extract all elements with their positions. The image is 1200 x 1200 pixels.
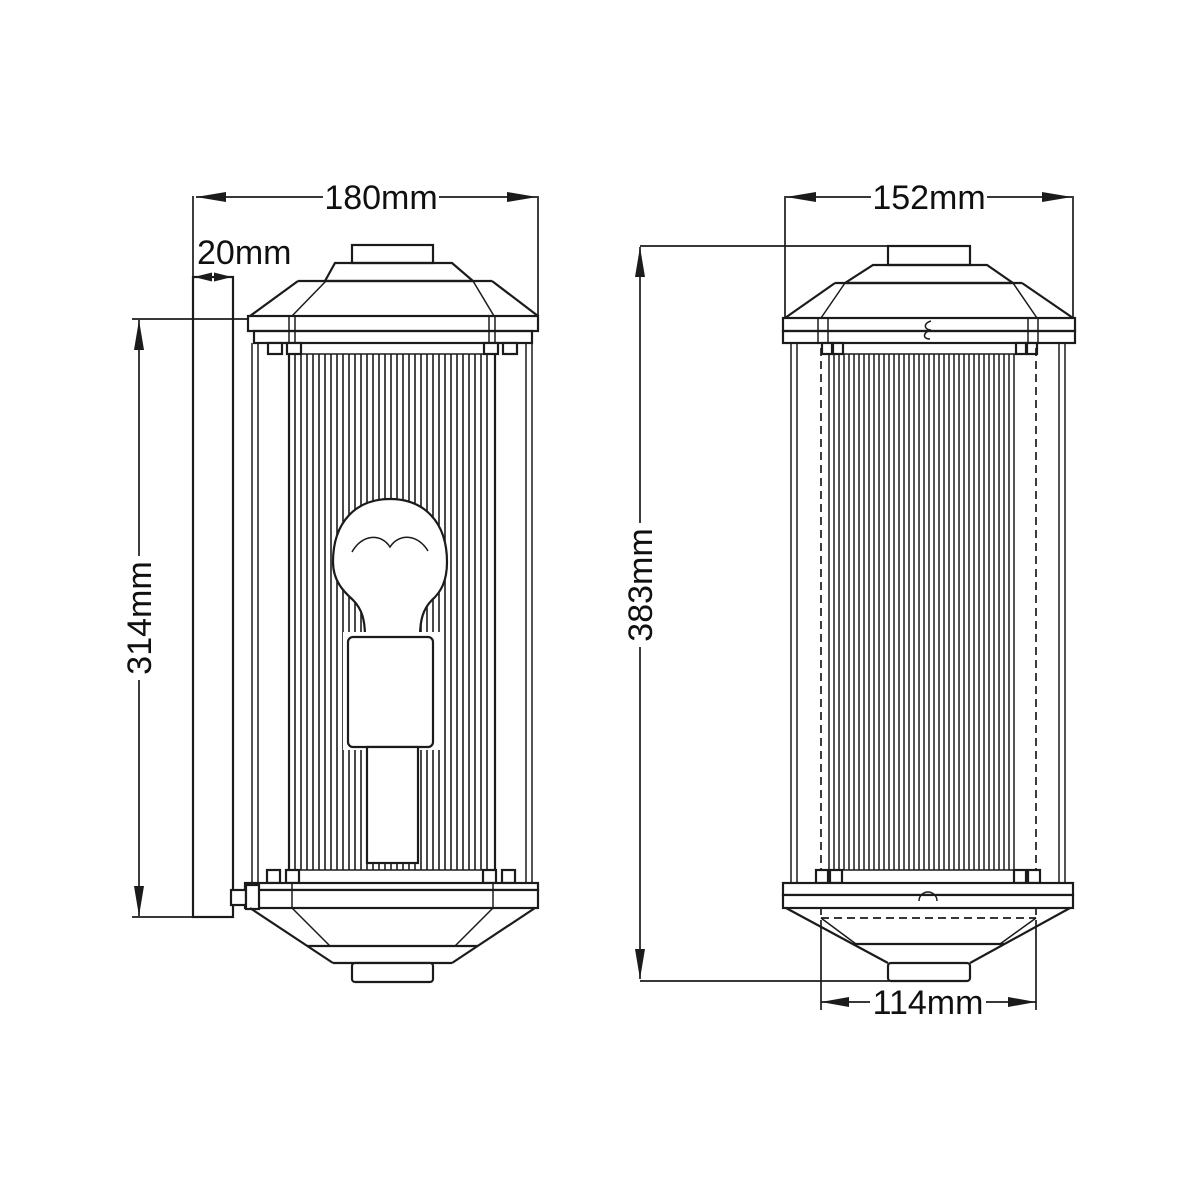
- base-seam: [820, 917, 857, 945]
- cage-ribs-side: [790, 343, 1066, 918]
- dimension-label: 20mm: [197, 234, 291, 272]
- cage-foot: [1025, 341, 1039, 356]
- arrowhead-icon: [214, 272, 232, 282]
- cage-foot: [481, 868, 498, 885]
- roof-tier: [841, 263, 1017, 285]
- cage-foot: [1014, 341, 1028, 356]
- base-cone-side: [785, 907, 1071, 983]
- cage-foot: [1026, 868, 1042, 885]
- dimension-backplate-height: 314mm: [121, 318, 249, 918]
- finial-cap: [886, 244, 972, 267]
- cage-foot: [828, 868, 844, 885]
- cage-foot: [284, 868, 301, 885]
- dimension-front-width: 180mm: [192, 179, 539, 317]
- bulb-socket: [346, 635, 435, 749]
- roof-tier: [323, 261, 476, 283]
- cage-foot: [831, 341, 845, 356]
- bottom-collar-side: [781, 868, 1075, 910]
- break-squiggle: [923, 320, 932, 340]
- arrowhead-icon: [1042, 192, 1072, 202]
- base-cap: [350, 961, 435, 984]
- base-seam: [999, 917, 1037, 945]
- bottom-collar-front: [229, 868, 540, 911]
- arrowhead-icon: [786, 192, 816, 202]
- arrowhead-icon: [134, 886, 144, 916]
- arrowhead-icon: [507, 192, 537, 202]
- lantern-roof-front: [249, 243, 539, 317]
- top-collar-side: [781, 316, 1077, 356]
- wall-plate: [191, 275, 235, 919]
- arrowhead-icon: [821, 997, 849, 1007]
- light-bulb: [331, 497, 449, 639]
- dimension-label: 114mm: [873, 984, 984, 1022]
- cage-foot: [1012, 868, 1028, 885]
- cage-foot: [482, 341, 500, 356]
- dimension-base-width: 114mm: [820, 920, 1037, 1022]
- dimension-backplate-depth: 20mm: [193, 234, 291, 282]
- roof-seam: [472, 280, 495, 317]
- finial-cap: [350, 243, 435, 265]
- thumbscrew-knob: [244, 883, 261, 911]
- screw-detail: [918, 891, 938, 902]
- cage-foot: [501, 341, 519, 356]
- bulb-filament: [351, 536, 429, 553]
- cage-foot: [265, 868, 282, 885]
- base-seam: [454, 907, 494, 947]
- dimension-side-width: 152mm: [784, 179, 1074, 318]
- top-collar-front: [246, 314, 540, 356]
- roof-seam: [1012, 282, 1038, 319]
- base-seam: [291, 907, 331, 947]
- bulb-assembly: [331, 497, 449, 865]
- arrowhead-icon: [635, 949, 645, 979]
- roof-seam: [820, 282, 846, 319]
- arrowhead-icon: [635, 247, 645, 277]
- dimension-label: 180mm: [324, 179, 437, 217]
- socket-stem: [365, 745, 420, 865]
- thumbscrew-knob: [229, 888, 248, 907]
- arrowhead-icon: [194, 272, 212, 282]
- cage-foot: [820, 341, 834, 356]
- base-cone-front: [249, 907, 536, 984]
- arrowhead-icon: [1008, 997, 1036, 1007]
- cage-foot: [285, 341, 303, 356]
- dimension-label: 383mm: [622, 528, 660, 641]
- roof-seam: [291, 280, 327, 317]
- arrowhead-icon: [196, 192, 226, 202]
- cage-foot: [500, 868, 517, 885]
- cage-foot: [814, 868, 830, 885]
- dimension-label: 314mm: [121, 561, 159, 674]
- arrowhead-icon: [134, 320, 144, 350]
- cage-foot: [266, 341, 284, 356]
- lantern-roof-side: [784, 244, 1074, 319]
- front-view: [191, 243, 540, 984]
- side-view: [781, 244, 1077, 983]
- dimension-overall-height: 383mm: [622, 245, 889, 982]
- base-cap: [886, 961, 972, 983]
- dimension-label: 152mm: [872, 179, 985, 217]
